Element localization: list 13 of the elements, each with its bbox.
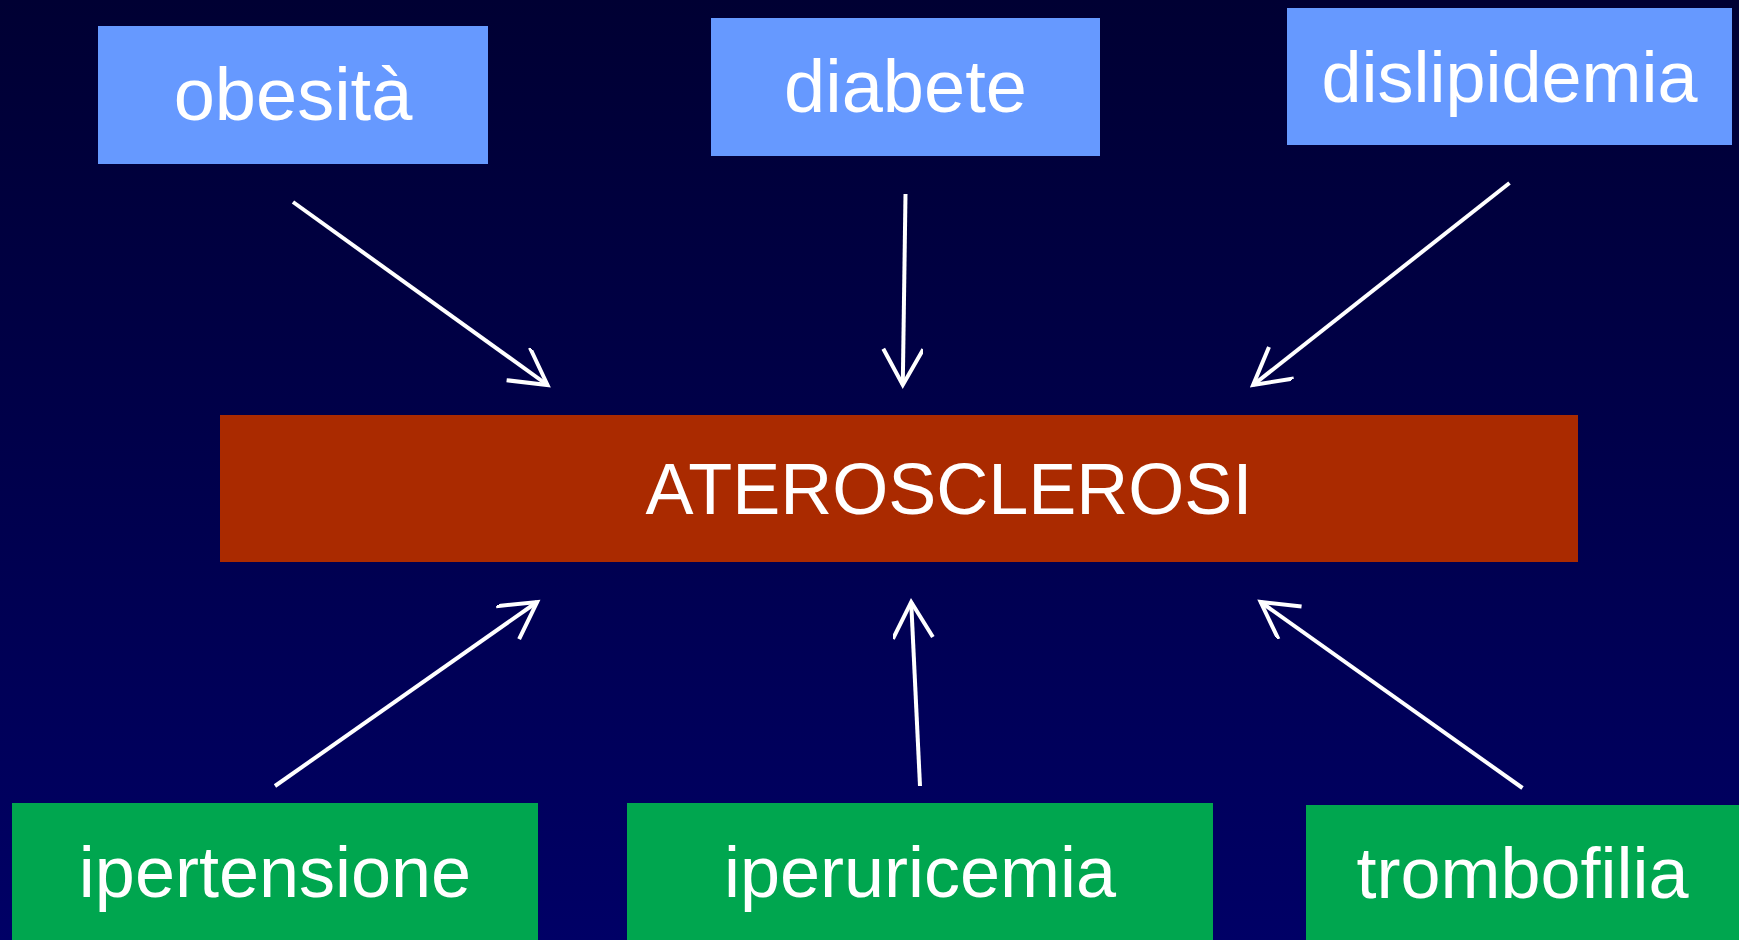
arrow: [1258, 600, 1524, 790]
risk-factor-box: trombofilia: [1306, 805, 1739, 940]
arrow: [890, 600, 935, 787]
risk-factor-box: obesità: [98, 26, 488, 164]
disease-box: ATEROSCLEROSI: [220, 415, 1578, 562]
arrow: [1251, 181, 1511, 387]
risk-factor-box: diabete: [711, 18, 1100, 156]
risk-factor-box: dislipidemia: [1287, 8, 1732, 145]
arrow: [291, 200, 550, 387]
arrow: [273, 600, 540, 788]
risk-factor-box: ipertensione: [12, 803, 538, 940]
arrow: [881, 193, 926, 387]
risk-factor-box: iperuricemia: [627, 803, 1213, 940]
